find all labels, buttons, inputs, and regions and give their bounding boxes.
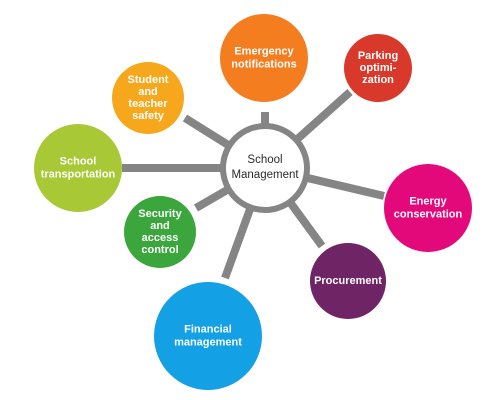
node-label-emergency-notifications-line-1: Emergency xyxy=(234,45,294,57)
node-circle-energy-conservation xyxy=(384,164,472,252)
hub-label-line-1: School xyxy=(247,154,282,166)
node-label-student-and-teacher-safety-line-1: Student xyxy=(128,74,169,86)
node-label-student-and-teacher-safety-line-2: and xyxy=(138,86,158,98)
node-circle-security-and-access-control xyxy=(124,196,196,268)
node-label-parking-optimization-line-1: Parking xyxy=(358,50,398,62)
node-label-financial-management-line-1: Financial xyxy=(184,323,232,335)
node-label-security-and-access-control-line-2: and xyxy=(150,220,170,232)
connector-procurement xyxy=(287,201,326,249)
node-circle-procurement xyxy=(310,243,386,319)
hub: School Management xyxy=(220,123,310,213)
node-label-financial-management-line-2: management xyxy=(174,336,242,348)
connector-energy-conservation xyxy=(306,174,385,200)
node-circle-parking-optimization xyxy=(344,34,412,102)
node-label-school-transportation-line-1: School xyxy=(60,155,97,167)
node-label-energy-conservation-line-2: conservation xyxy=(394,208,463,220)
node-label-energy-conservation-line-1: Energy xyxy=(409,195,447,207)
node-label-security-and-access-control-line-1: Security xyxy=(138,208,182,220)
node-label-procurement-line-1: Procurement xyxy=(314,275,382,287)
connector-student-and-teacher-safety xyxy=(182,114,230,149)
node-circle-emergency-notifications xyxy=(220,14,308,102)
connector-parking-optimization xyxy=(295,89,353,142)
node-label-security-and-access-control-line-4: control xyxy=(141,244,178,256)
node-label-school-transportation-line-2: transportation xyxy=(41,168,116,180)
node-label-parking-optimization-line-2: optimi- xyxy=(360,62,397,74)
node-label-security-and-access-control-line-3: access xyxy=(142,232,179,244)
node-label-student-and-teacher-safety-line-4: safety xyxy=(132,110,165,122)
node-procurement: Procurement xyxy=(310,243,386,319)
node-label-parking-optimization-line-3: zation xyxy=(362,74,394,86)
hub-circle xyxy=(220,123,310,213)
connectors xyxy=(122,89,385,280)
node-circle-student-and-teacher-safety xyxy=(112,62,184,134)
node-label-emergency-notifications-line-2: notifications xyxy=(231,58,296,70)
node-label-student-and-teacher-safety-line-3: teacher xyxy=(128,98,168,110)
node-circle-school-transportation xyxy=(34,124,122,212)
connector-security-and-access-control xyxy=(193,186,229,212)
node-circle-financial-management xyxy=(154,282,262,390)
connector-financial-management xyxy=(221,207,254,280)
hub-label-line-2: Management xyxy=(231,169,299,181)
